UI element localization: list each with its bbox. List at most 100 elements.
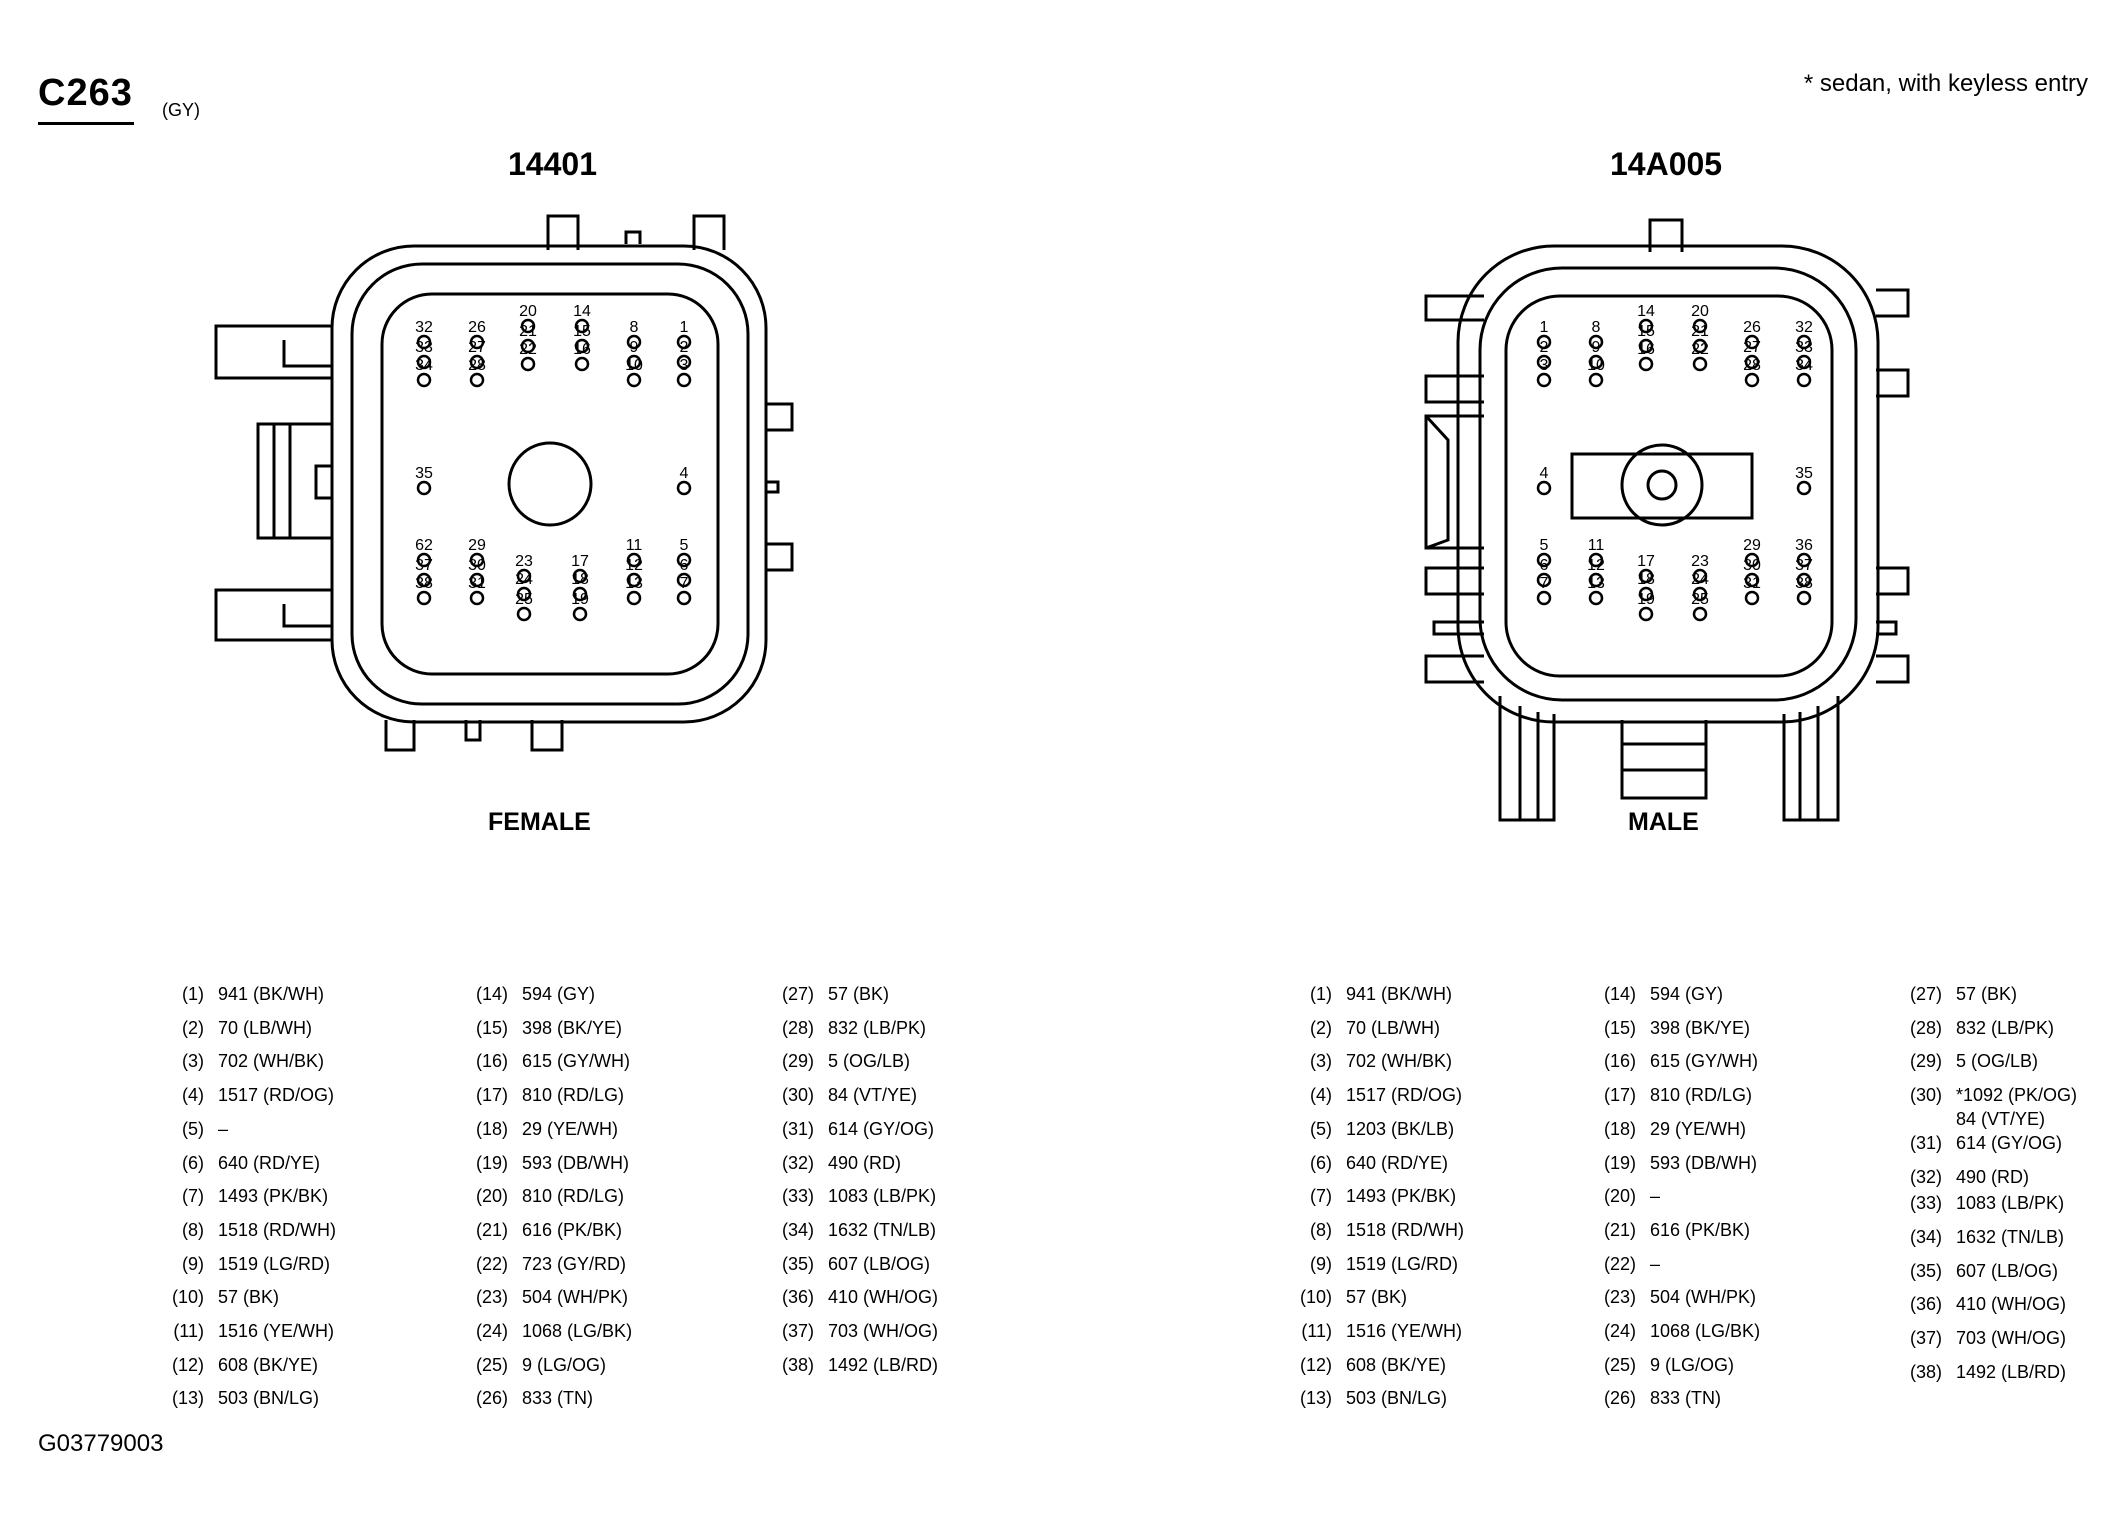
- right-leg: [1782, 696, 1840, 822]
- pinout-row: (1)941 (BK/WH): [1286, 984, 1452, 1008]
- pinout-row: (13)503 (BN/LG): [1286, 1388, 1447, 1412]
- pinout-pin-number: (18): [1603, 1118, 1636, 1139]
- pinout-row: (10)57 (BK): [1286, 1287, 1407, 1311]
- pinout-row: (7)1493 (PK/BK): [1286, 1186, 1456, 1210]
- right-tab-top: [766, 402, 794, 432]
- pinout-row: (29)5 (OG/LB): [1896, 1051, 2038, 1075]
- pin-7: [676, 590, 692, 606]
- pinout-row: (5)–: [158, 1119, 228, 1143]
- pinout-pin-number: (11): [1301, 1321, 1332, 1341]
- pin-16: [1638, 356, 1654, 372]
- pin-label-6: 6: [1540, 557, 1549, 574]
- pinout-pin-number: (22): [475, 1253, 508, 1274]
- pinout-circuit: 1518 (RD/WH): [218, 1219, 337, 1240]
- pin-21: [520, 338, 536, 354]
- connector-color: (GY): [162, 100, 200, 120]
- pin-4: [676, 480, 692, 496]
- pin-label-9: 9: [630, 339, 639, 356]
- pinout-row: (17)810 (RD/LG): [1590, 1085, 1752, 1109]
- bottom-tab-left: [384, 720, 416, 752]
- pin-label-17: 17: [1637, 553, 1655, 570]
- pinout-pin-number: (4): [1310, 1085, 1332, 1106]
- pinout-row: (16)615 (GY/WH): [462, 1051, 630, 1075]
- pin-label-13: 13: [625, 575, 643, 592]
- pinout-circuit: 810 (RD/LG): [522, 1186, 625, 1207]
- pinout-row: (24)1068 (LG/BK): [1590, 1321, 1760, 1345]
- pin-30: [1744, 572, 1760, 588]
- left-guide-rail: [1424, 414, 1484, 550]
- pin-label-30: 30: [468, 557, 486, 574]
- pinout-circuit: 640 (RD/YE): [1346, 1152, 1449, 1173]
- pin-label-27: 27: [468, 339, 486, 356]
- top-latch-left: [546, 214, 580, 250]
- pinout-pin-number: (38): [781, 1354, 814, 1375]
- pinout-circuit: 607 (LB/OG): [1956, 1260, 2059, 1281]
- pinout-pin-number: (17): [1603, 1085, 1636, 1106]
- left-lock-tab: [256, 422, 332, 540]
- pinout-pin-number: (21): [1603, 1219, 1636, 1240]
- pinout-row: (3)702 (WH/BK): [1286, 1051, 1452, 1075]
- pinout-row: (37)703 (WH/OG): [1896, 1328, 2066, 1352]
- footnote: * sedan, with keyless entry: [1803, 70, 2088, 97]
- pinout-circuit: 832 (LB/PK): [828, 1017, 927, 1038]
- pinout-pin-number: (34): [1909, 1226, 1942, 1247]
- pin-1: [676, 334, 692, 350]
- pinout-circuit: *1092 (PK/OG): [1956, 1085, 2078, 1106]
- pin-16: [574, 356, 590, 372]
- pin-label-33: 33: [415, 339, 433, 356]
- pinout-pin-number: (14): [475, 984, 508, 1004]
- pin-label-16: 16: [1637, 341, 1655, 358]
- pin-36: [1796, 552, 1812, 568]
- pinout-row: (35)607 (LB/OG): [768, 1254, 930, 1278]
- pinout-circuit: 503 (BN/LG): [218, 1388, 320, 1409]
- pinout-circuit: 608 (BK/YE): [1346, 1354, 1447, 1375]
- pinout-pin-number: (28): [1909, 1017, 1942, 1038]
- pinout-circuit: 941 (BK/WH): [1346, 984, 1453, 1004]
- pinout-row: (2)70 (LB/WH): [1286, 1018, 1440, 1042]
- pin-23: [516, 568, 532, 584]
- pinout-row: (15)398 (BK/YE): [1590, 1018, 1750, 1042]
- pin-29: [1744, 552, 1760, 568]
- pin-8: [1588, 334, 1604, 350]
- pinout-pin-number: (21): [475, 1219, 508, 1240]
- pin-25: [516, 606, 532, 622]
- pinout-pin-number: (26): [475, 1388, 508, 1409]
- pinout-row: (33)1083 (LB/PK): [768, 1186, 936, 1210]
- pin-6: [676, 572, 692, 588]
- top-latch-right: [692, 214, 726, 250]
- pin-label-1: 1: [1540, 319, 1549, 336]
- pinout-row: (18)29 (YE/WH): [462, 1119, 618, 1143]
- pinout-circuit: 616 (PK/BK): [1650, 1219, 1751, 1240]
- left-part-number: 14401: [508, 146, 597, 182]
- pinout-pin-number: (5): [182, 1118, 204, 1139]
- pinout-pin-number: (36): [1909, 1294, 1942, 1315]
- pinout-circuit: 57 (BK): [1956, 984, 2018, 1004]
- pin-35: [416, 480, 432, 496]
- left-tab-bottom: [1424, 654, 1484, 684]
- pin-37: [1796, 572, 1812, 588]
- pinout-pin-number: (30): [781, 1085, 814, 1106]
- right-tab-bottom: [766, 542, 794, 572]
- pin-26: [1744, 334, 1760, 350]
- pin-31: [1744, 590, 1760, 606]
- pin-5: [676, 552, 692, 568]
- pinout-circuit-alt: 84 (VT/YE): [1956, 1109, 2046, 1130]
- pinout-pin-number: (23): [475, 1287, 508, 1308]
- pinout-row: (11)1516 (YE/WH): [158, 1321, 334, 1345]
- pinout-circuit: –: [1650, 1186, 1661, 1207]
- pin-2: [676, 354, 692, 370]
- pin-20: [1692, 318, 1708, 334]
- pin-label-2: 2: [680, 339, 689, 356]
- pin-3: [676, 372, 692, 388]
- pinout-circuit: 941 (BK/WH): [218, 984, 325, 1004]
- bottom-tab-right: [530, 720, 564, 752]
- pin-17: [1638, 568, 1654, 584]
- center-key-block: [1570, 452, 1754, 520]
- pinout-circuit: 1632 (TN/LB): [1956, 1226, 2065, 1247]
- pinout-circuit: 723 (GY/RD): [522, 1253, 627, 1274]
- pinout-pin-number: (28): [781, 1017, 814, 1038]
- pinout-row: (36)410 (WH/OG): [768, 1287, 938, 1311]
- pinout-circuit: 1493 (PK/BK): [1346, 1186, 1457, 1207]
- pinout-pin-number: (8): [182, 1219, 204, 1240]
